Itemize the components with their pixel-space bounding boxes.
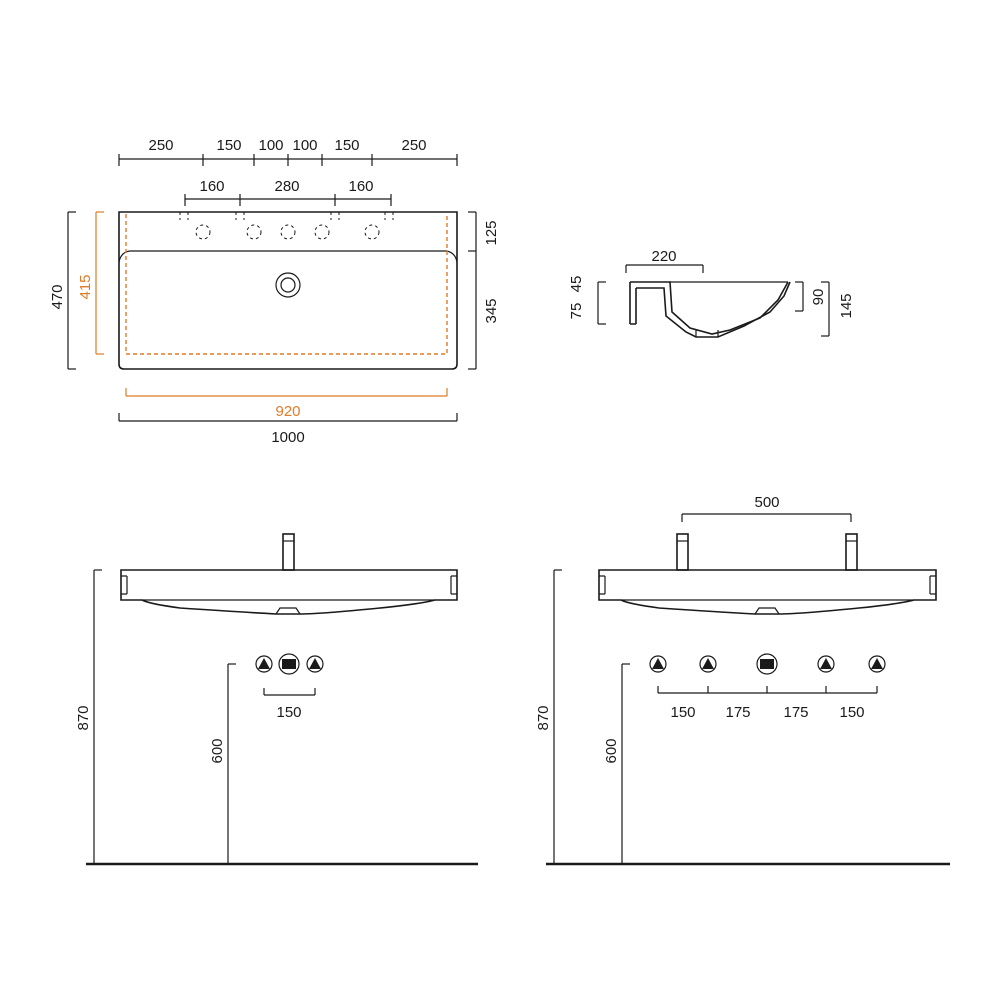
dim-valve-spacing-2-d: 150 bbox=[839, 704, 864, 721]
dim-side-left-lower: 75 bbox=[568, 303, 585, 320]
dim-hole-1: 160 bbox=[199, 178, 224, 195]
top-view: 250 150 100 100 150 250 160 280 160 bbox=[49, 137, 500, 446]
dim-valve-spacing: 150 bbox=[263, 688, 316, 721]
faucet-icon bbox=[282, 533, 295, 571]
dim-spacing-1: 250 bbox=[148, 137, 173, 154]
dim-height-drain-2-label: 600 bbox=[603, 738, 620, 763]
dim-side-right-inner: 90 bbox=[810, 289, 827, 306]
basin-front bbox=[120, 569, 458, 615]
faucet-right-icon bbox=[845, 533, 858, 571]
dim-valve-spacing-2-c: 175 bbox=[783, 704, 808, 721]
dim-height-total: 870 bbox=[75, 569, 102, 864]
dim-depth-inner-label: 415 bbox=[77, 274, 94, 299]
dim-side-top-label: 220 bbox=[651, 248, 676, 265]
dim-width-inner-label: 920 bbox=[275, 403, 300, 420]
bowl-edge bbox=[118, 250, 458, 263]
dim-right-top-label: 125 bbox=[483, 220, 500, 245]
dim-spacing-4: 100 bbox=[292, 137, 317, 154]
top-dimension-chain: 250 150 100 100 150 250 bbox=[118, 137, 458, 166]
dim-height-total-2-label: 870 bbox=[535, 705, 552, 730]
dim-hole-3: 160 bbox=[348, 178, 373, 195]
dim-height-drain-2: 600 bbox=[603, 663, 630, 864]
dim-side-right-outer: 145 bbox=[838, 293, 855, 318]
dim-spacing-2: 150 bbox=[216, 137, 241, 154]
dim-height-drain: 600 bbox=[209, 663, 236, 864]
dim-valve-spacing-2: 150 175 175 150 bbox=[657, 686, 878, 721]
valve-icons bbox=[255, 653, 324, 675]
dim-width-total-label: 1000 bbox=[271, 429, 304, 446]
dim-side-left-upper: 45 bbox=[568, 276, 585, 293]
hole-dimension-chain: 160 280 160 bbox=[184, 178, 392, 206]
faucet-left-icon bbox=[676, 533, 689, 571]
basin-outline bbox=[118, 211, 458, 370]
dim-width-inner: 920 bbox=[125, 388, 448, 420]
dim-right-chain: 125 345 bbox=[468, 211, 500, 370]
dim-faucet-spacing: 500 bbox=[681, 494, 852, 522]
basin-section bbox=[630, 281, 789, 335]
tap-holes bbox=[179, 212, 394, 240]
dim-height-total-2: 870 bbox=[535, 569, 562, 864]
dim-spacing-6: 250 bbox=[401, 137, 426, 154]
dim-valve-spacing-2-b: 175 bbox=[725, 704, 750, 721]
dim-side-top: 220 bbox=[625, 248, 704, 273]
dim-depth-inner: 415 bbox=[77, 211, 104, 355]
basin-front-double bbox=[598, 569, 937, 615]
side-view: 220 45 75 90 145 bbox=[568, 248, 855, 338]
dim-faucet-spacing-label: 500 bbox=[754, 494, 779, 511]
dim-side-right: 90 145 bbox=[795, 281, 855, 337]
dim-spacing-5: 150 bbox=[334, 137, 359, 154]
dim-height-drain-label: 600 bbox=[209, 738, 226, 763]
dim-depth-total-label: 470 bbox=[49, 284, 66, 309]
dim-hole-2: 280 bbox=[274, 178, 299, 195]
dim-width-total: 1000 bbox=[118, 413, 458, 446]
dim-spacing-3: 100 bbox=[258, 137, 283, 154]
dim-valve-spacing-2-a: 150 bbox=[670, 704, 695, 721]
dim-height-total-label: 870 bbox=[75, 705, 92, 730]
dim-valve-spacing-label: 150 bbox=[276, 704, 301, 721]
dim-side-left: 45 75 bbox=[568, 276, 606, 325]
front-view-double: 500 870 600 bbox=[535, 494, 950, 866]
dim-right-bottom-label: 345 bbox=[483, 298, 500, 323]
dim-depth-total: 470 bbox=[49, 211, 76, 370]
valve-icons-2 bbox=[649, 653, 886, 675]
drain-icon bbox=[275, 272, 301, 298]
inner-bowl-dashed bbox=[125, 214, 448, 355]
front-view-single: 870 600 150 bbox=[75, 533, 478, 866]
